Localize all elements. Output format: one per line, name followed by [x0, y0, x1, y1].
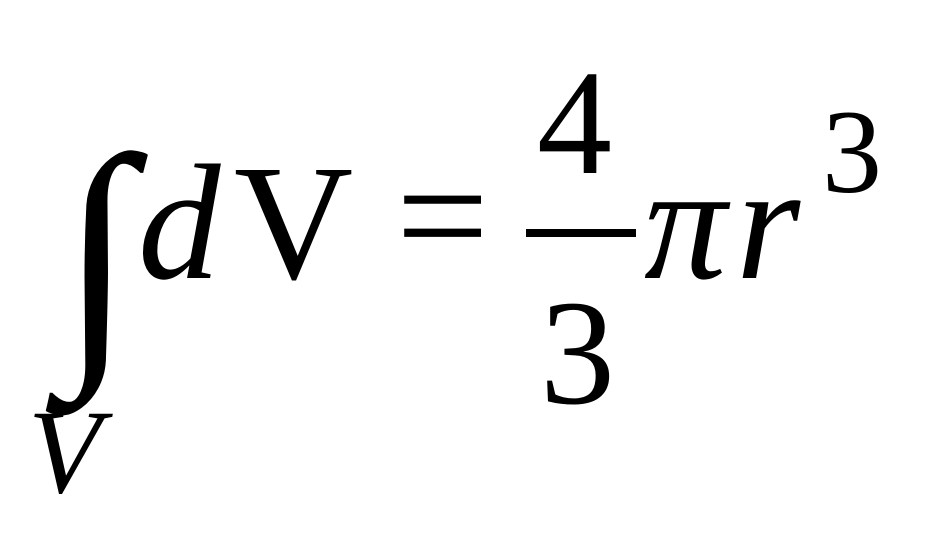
- differential-variable: V: [234, 131, 354, 314]
- pi-symbol: π: [644, 131, 727, 314]
- fraction-denominator: 3: [540, 270, 615, 436]
- radius-variable: r: [736, 131, 801, 314]
- integral-lower-limit: V: [28, 385, 102, 518]
- fraction-numerator: 4: [537, 40, 612, 206]
- differential-d: d: [138, 131, 221, 314]
- integral-sign: ∫: [60, 103, 134, 402]
- exponent: 3: [822, 85, 882, 218]
- equals-sign: =: [396, 124, 490, 307]
- fraction-bar: [526, 229, 636, 237]
